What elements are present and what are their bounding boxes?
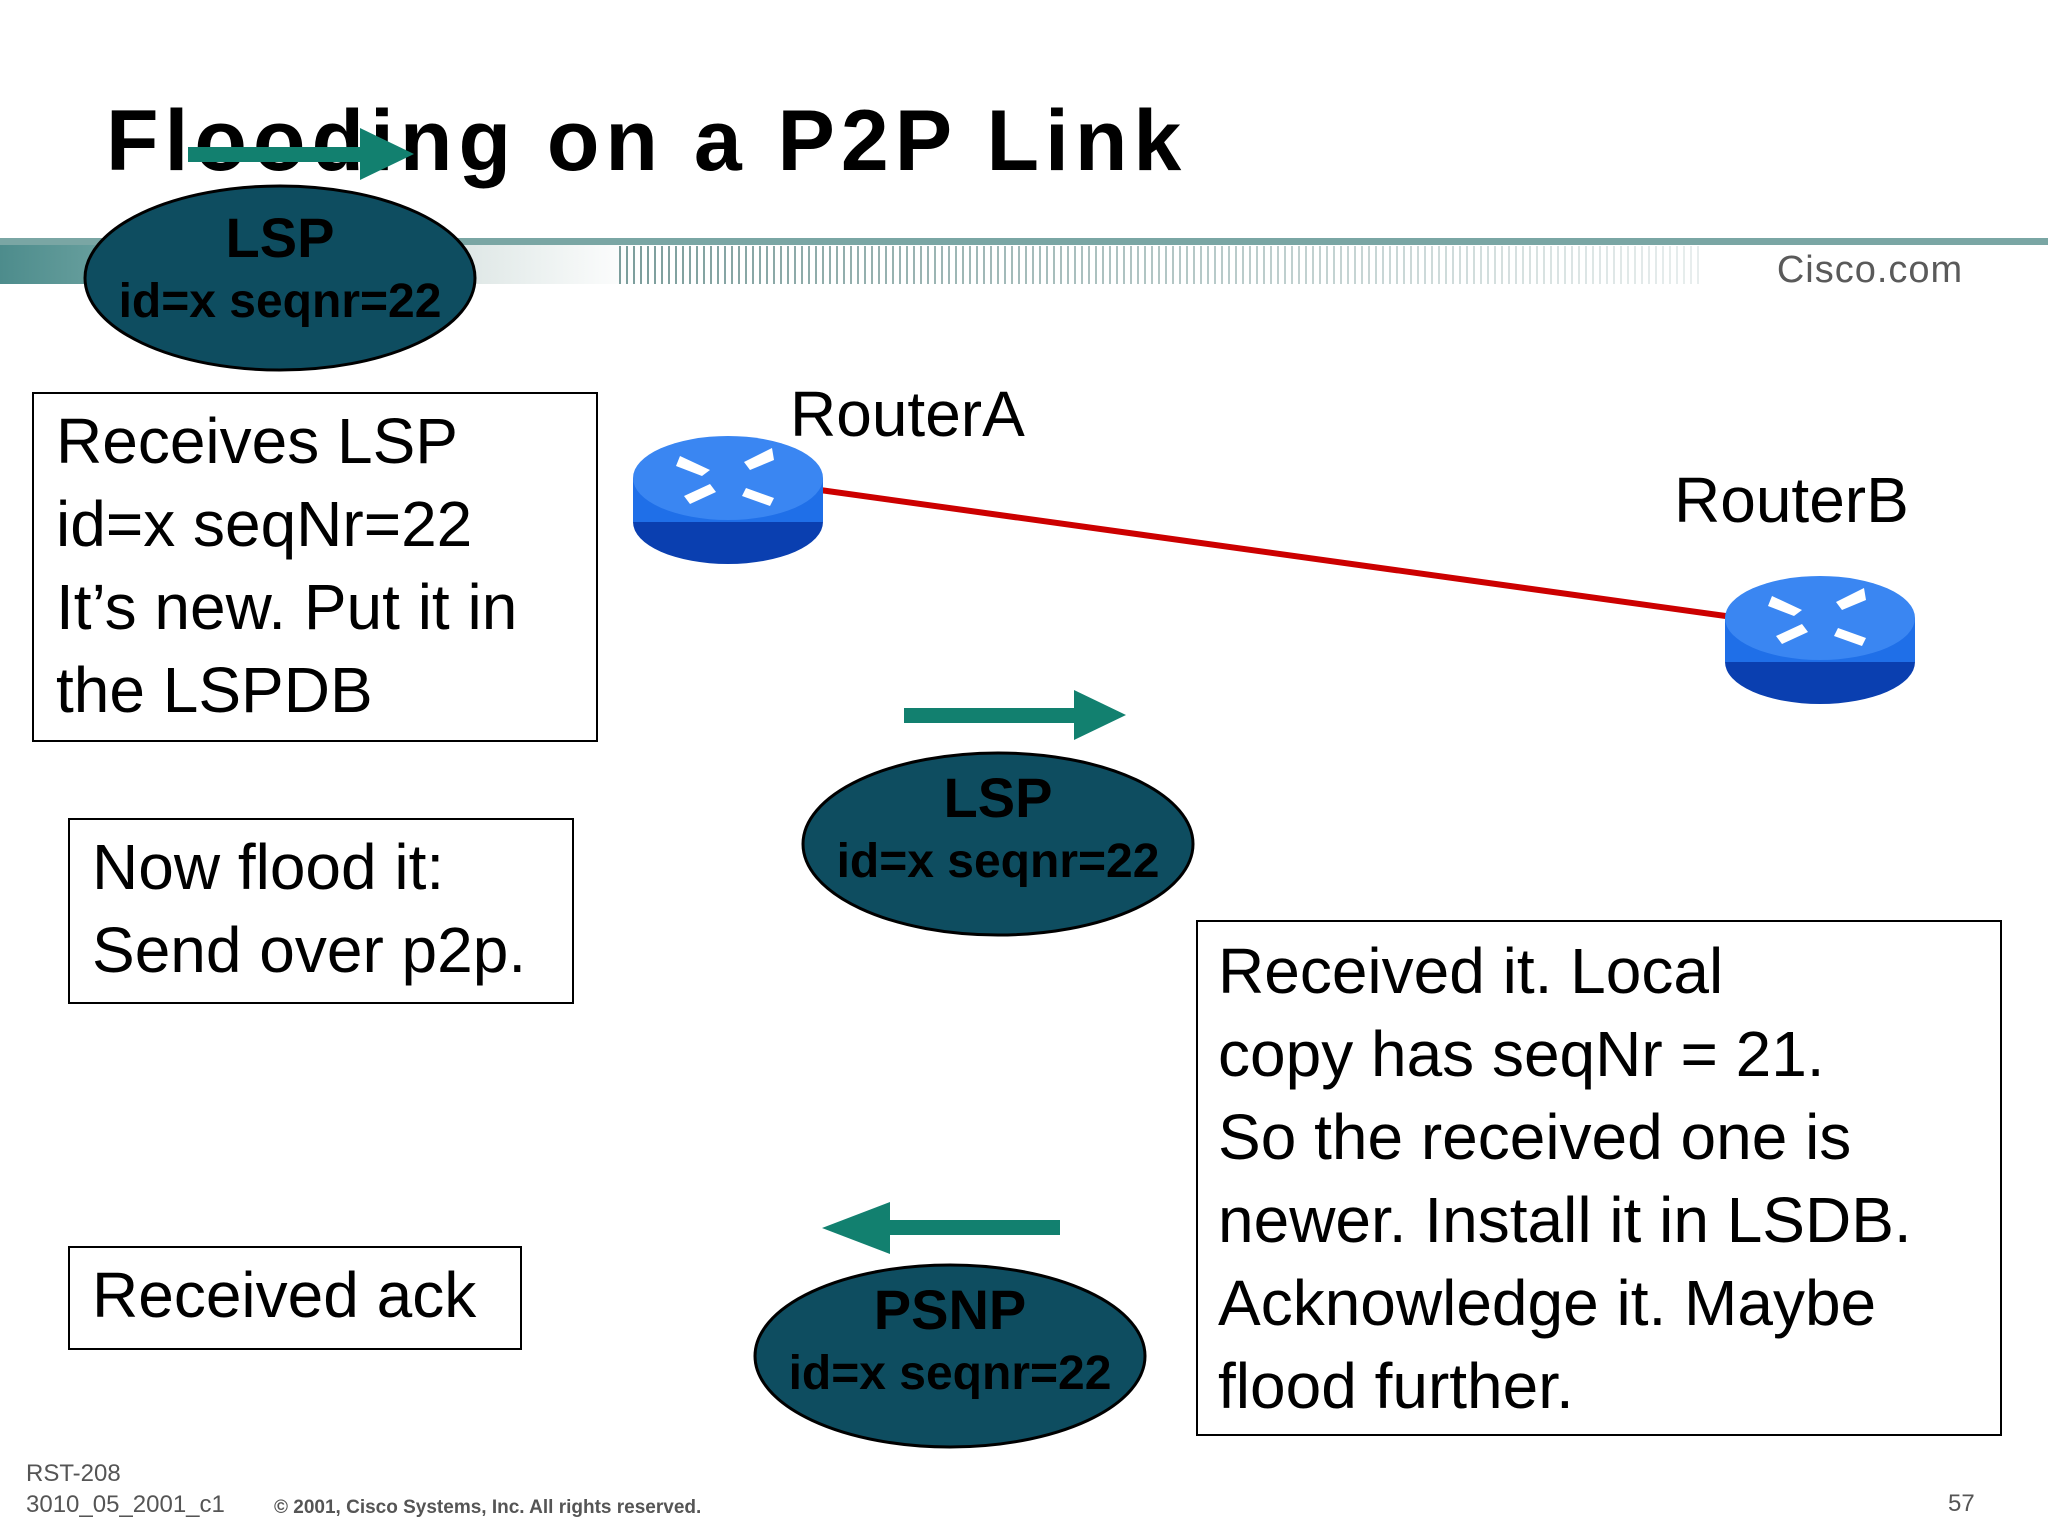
note-line: Receives LSP [56, 405, 458, 477]
psnp-packet: PSNP id=x seqnr=22 [752, 1262, 1148, 1450]
lsp-packet-mid: LSP id=x seqnr=22 [800, 750, 1196, 938]
packet-id: id=x seqnr=22 [788, 1347, 1112, 1400]
arrow-right-mid-icon [904, 690, 1126, 740]
note-line: id=x seqNr=22 [56, 488, 473, 560]
note-line: Now flood it: [92, 831, 445, 903]
received-note: Received it. Local copy has seqNr = 21. … [1196, 920, 2002, 1436]
router-b-label: RouterB [1674, 464, 1909, 536]
arrow-right-top-icon [188, 128, 414, 180]
footer-codes: RST-208 3010_05_2001_c1 [26, 1458, 225, 1520]
receives-lsp-note: Receives LSP id=x seqNr=22 It’s new. Put… [32, 392, 598, 742]
note-line: newer. Install it in LSDB. [1218, 1184, 1912, 1256]
router-a-label: RouterA [790, 378, 1025, 450]
cisco-logo: Cisco.com [1776, 249, 1964, 291]
packet-type: LSP [225, 206, 335, 269]
note-line: Received ack [92, 1259, 477, 1331]
router-a-icon [633, 436, 823, 564]
packet-id: id=x seqnr=22 [118, 275, 442, 328]
note-line: So the received one is [1218, 1101, 1852, 1173]
note-line: Acknowledge it. Maybe [1218, 1267, 1877, 1339]
packet-type: PSNP [873, 1278, 1027, 1341]
note-line: flood further. [1218, 1350, 1574, 1422]
flood-note: Now flood it: Send over p2p. [68, 818, 574, 1004]
router-b-icon [1725, 576, 1915, 704]
footer-code-1: RST-208 [26, 1460, 121, 1487]
note-line: copy has seqNr = 21. [1218, 1018, 1825, 1090]
footer-code-2: 3010_05_2001_c1 [26, 1491, 225, 1518]
note-line: Received it. Local [1218, 935, 1724, 1007]
lsp-packet-top: LSP id=x seqnr=22 [82, 182, 478, 374]
note-line: Send over p2p. [92, 914, 527, 986]
p2p-link [819, 487, 1741, 621]
page-number: 57 [1948, 1490, 1975, 1517]
note-line: the LSPDB [56, 654, 373, 726]
arrow-left-bottom-icon [822, 1202, 1060, 1254]
footer-copyright: © 2001, Cisco Systems, Inc. All rights r… [274, 1497, 702, 1518]
slide-title: Flooding on a P2P Link [106, 93, 1188, 189]
packet-type: LSP [943, 766, 1053, 829]
ack-note: Received ack [68, 1246, 522, 1350]
packet-id: id=x seqnr=22 [836, 835, 1160, 888]
note-line: It’s new. Put it in [56, 571, 518, 643]
